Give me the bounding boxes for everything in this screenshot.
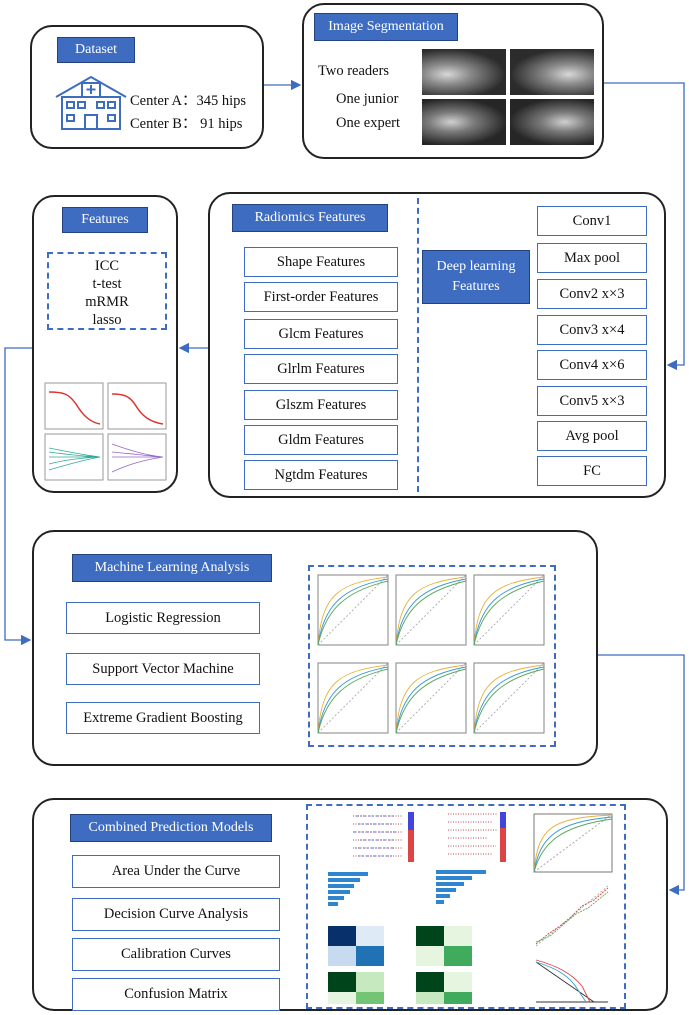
model-xgboost: Extreme Gradient Boosting	[66, 702, 260, 734]
dataset-title: Dataset	[57, 37, 135, 63]
radiomics-deep-panel: Radiomics Features Shape Features First-…	[208, 192, 666, 498]
xray-image	[510, 49, 594, 95]
ml-title: Machine Learning Analysis	[72, 554, 272, 582]
evaluation-plots	[328, 812, 613, 1004]
features-title: Features	[62, 207, 148, 233]
model-svm: Support Vector Machine	[66, 653, 260, 685]
eval-auc: Area Under the Curve	[72, 855, 280, 888]
one-expert-text: One expert	[336, 115, 401, 131]
lasso-plots	[44, 382, 167, 481]
xray-thumbnails	[422, 49, 594, 145]
combined-title: Combined Prediction Models	[70, 814, 272, 842]
eval-calibration: Calibration Curves	[72, 938, 280, 971]
segmentation-panel: Image Segmentation Two readers One junio…	[302, 3, 604, 159]
radiomics-glcm: Glcm Features	[244, 319, 398, 349]
radiomics-gldm: Gldm Features	[244, 425, 398, 455]
layer-conv3: Conv3 x×4	[537, 315, 647, 345]
combined-panel: Combined Prediction Models Area Under th…	[32, 798, 668, 1011]
one-junior-text: One junior	[336, 91, 399, 107]
roc-curves-box	[308, 565, 556, 747]
segmentation-title: Image Segmentation	[314, 13, 458, 41]
dataset-panel: Dataset Center A：345 hips Center B： 91 h…	[30, 25, 264, 149]
radiomics-title: Radiomics Features	[232, 204, 388, 232]
center-b-text: Center B： 91 hips	[130, 116, 243, 132]
xray-image	[510, 99, 594, 145]
layer-fc: FC	[537, 456, 647, 486]
radiomics-shape: Shape Features	[244, 247, 398, 277]
ml-panel: Machine Learning Analysis Logistic Regre…	[32, 530, 598, 766]
radiomics-glszm: Glszm Features	[244, 390, 398, 420]
roc-curve-grid	[317, 574, 545, 734]
method-t-test: t-test	[92, 276, 122, 292]
xray-image	[422, 49, 506, 95]
layer-conv4: Conv4 x×6	[537, 350, 647, 380]
layer-max-pool: Max pool	[537, 243, 647, 273]
evaluation-plots-box	[306, 804, 626, 1009]
layer-conv5: Conv5 x×3	[537, 386, 647, 416]
panel-divider	[417, 198, 419, 492]
deep-learning-title: Deep learning Features	[422, 250, 530, 304]
layer-conv1: Conv1	[537, 206, 647, 236]
features-panel: Features ICC t-test mRMR lasso	[32, 195, 178, 493]
method-mrmr: mRMR	[85, 294, 129, 310]
radiomics-glrlm: Glrlm Features	[244, 354, 398, 384]
eval-confusion-matrix: Confusion Matrix	[72, 978, 280, 1011]
eval-dca: Decision Curve Analysis	[72, 898, 280, 931]
radiomics-ngtdm: Ngtdm Features	[244, 460, 398, 490]
model-logistic-regression: Logistic Regression	[66, 602, 260, 634]
layer-avg-pool: Avg pool	[537, 421, 647, 451]
center-a-text: Center A：345 hips	[130, 93, 246, 109]
two-readers-text: Two readers	[318, 63, 390, 79]
method-icc: ICC	[94, 258, 120, 274]
layer-conv2: Conv2 x×3	[537, 279, 647, 309]
method-lasso: lasso	[92, 312, 122, 328]
feature-selection-box: ICC t-test mRMR lasso	[47, 252, 167, 330]
radiomics-first-order: First-order Features	[244, 282, 398, 312]
xray-image	[422, 99, 506, 145]
hospital-icon	[55, 75, 127, 130]
